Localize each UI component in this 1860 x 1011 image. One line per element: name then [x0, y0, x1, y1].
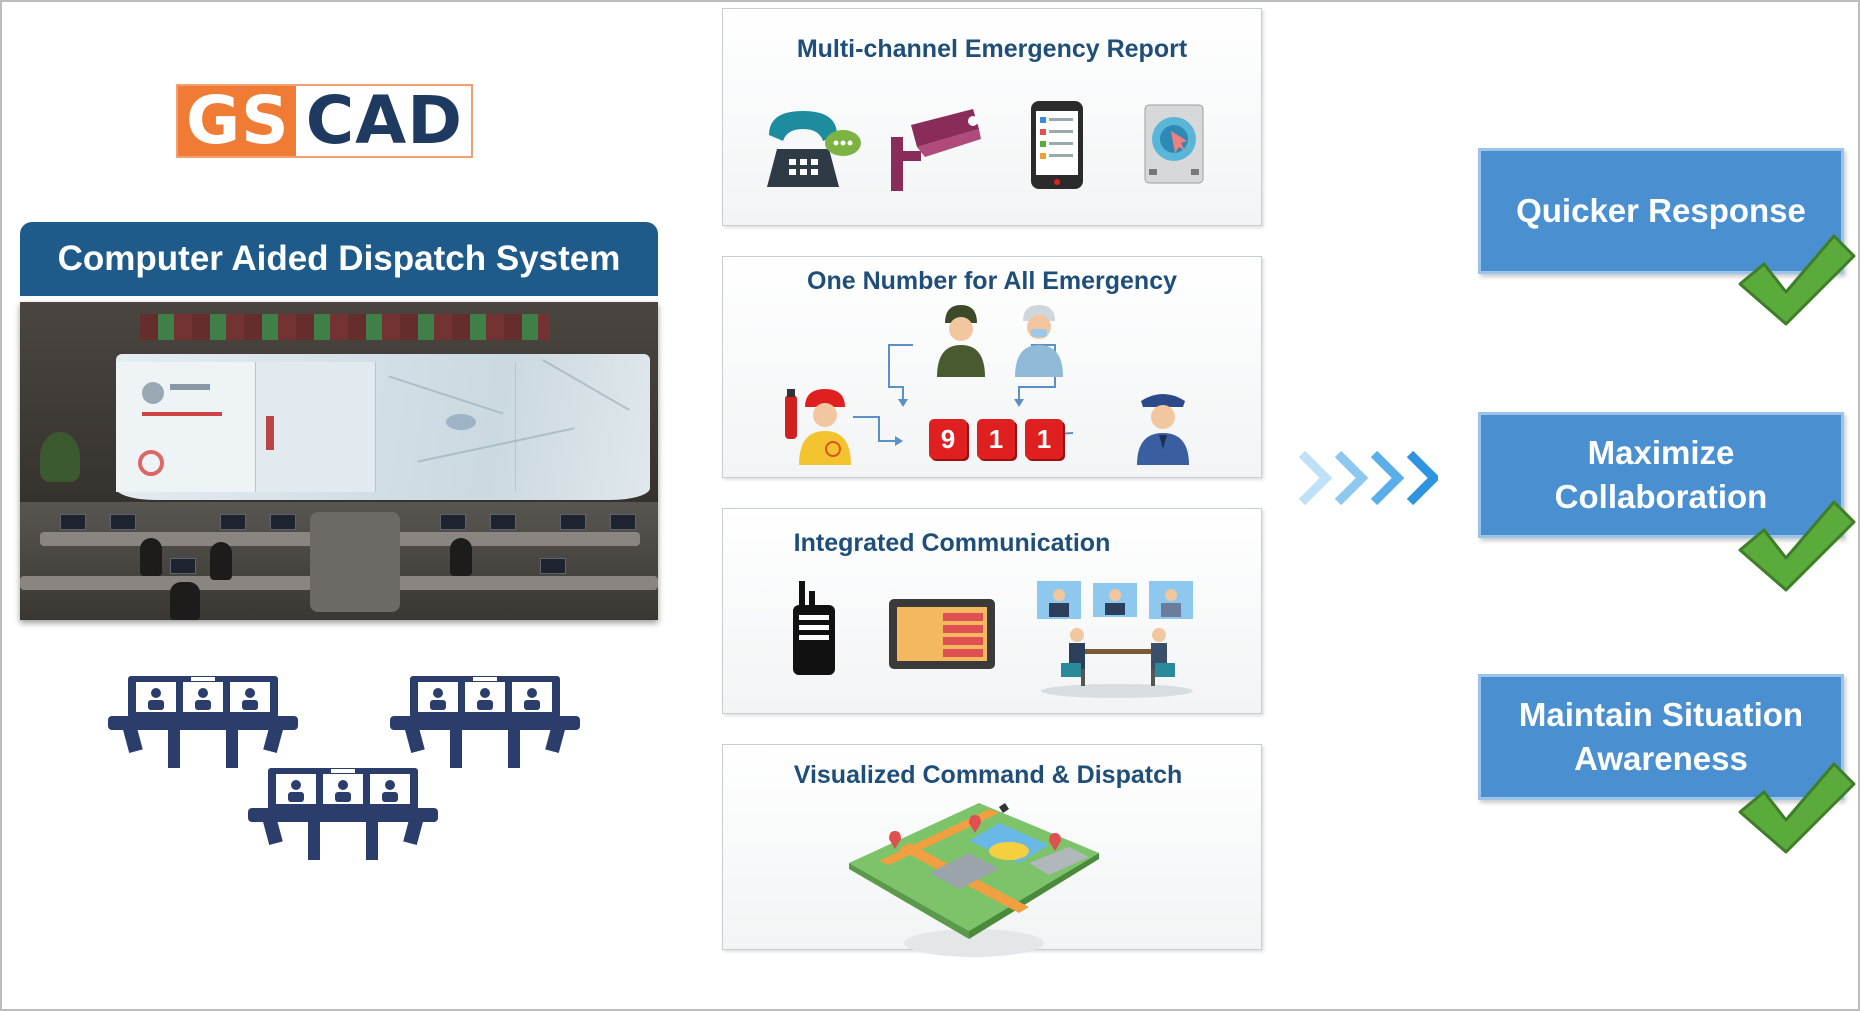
digit-9-tile: 9 — [929, 419, 967, 459]
logo-gs-text: GS — [178, 86, 296, 156]
benefit-maximize-collaboration: Maximize Collaboration — [1478, 412, 1844, 538]
check-icon — [1738, 234, 1856, 326]
gscad-logo: GS CAD — [176, 84, 474, 158]
panel-integrated-communication: Integrated Communication — [722, 508, 1262, 714]
workstation-icon — [108, 676, 298, 768]
check-icon — [1738, 762, 1856, 854]
workstation-icon — [248, 768, 438, 860]
panel-title: One Number for All Emergency — [807, 267, 1177, 295]
soldier-icon — [937, 305, 985, 377]
police-officer-icon — [1137, 394, 1189, 465]
cad-system-title: Computer Aided Dispatch System — [20, 222, 658, 296]
benefit-quicker-response: Quicker Response — [1478, 148, 1844, 274]
logo-cad-text: CAD — [295, 86, 472, 156]
smartphone-icon — [1031, 101, 1083, 189]
workstation-icon — [390, 676, 580, 768]
telephone-chat-icon — [767, 111, 861, 187]
video-conference-icon — [1037, 581, 1193, 698]
panel-title: Multi-channel Emergency Report — [796, 35, 1188, 63]
control-room-photo — [20, 302, 658, 620]
panel-visualized-command: Visualized Command & Dispatch — [722, 744, 1262, 957]
doctor-icon — [1015, 305, 1063, 377]
panel-title: Integrated Communication — [793, 529, 1111, 557]
walkie-talkie-icon — [793, 581, 835, 675]
operator-desks — [20, 502, 658, 620]
firefighter-icon — [785, 389, 851, 465]
tablet-screen-icon — [889, 599, 995, 669]
video-wall — [116, 354, 650, 500]
led-ticker — [140, 314, 550, 340]
panel-one-number: One Number for All Emergency — [722, 256, 1262, 478]
alarm-button-icon — [1144, 104, 1204, 184]
digit-1-tile: 1 — [977, 419, 1015, 459]
flow-arrows-icon — [1298, 450, 1438, 506]
check-icon — [1738, 500, 1856, 592]
city-map-icon — [849, 803, 1099, 957]
benefit-situation-awareness: Maintain Situation Awareness — [1478, 674, 1844, 800]
digit-1-tile: 1 — [1025, 419, 1063, 459]
panel-multichannel-report: Multi-channel Emergency Report — [722, 8, 1262, 226]
panel-title: Visualized Command & Dispatch — [793, 761, 1183, 789]
cctv-camera-icon — [891, 109, 981, 191]
